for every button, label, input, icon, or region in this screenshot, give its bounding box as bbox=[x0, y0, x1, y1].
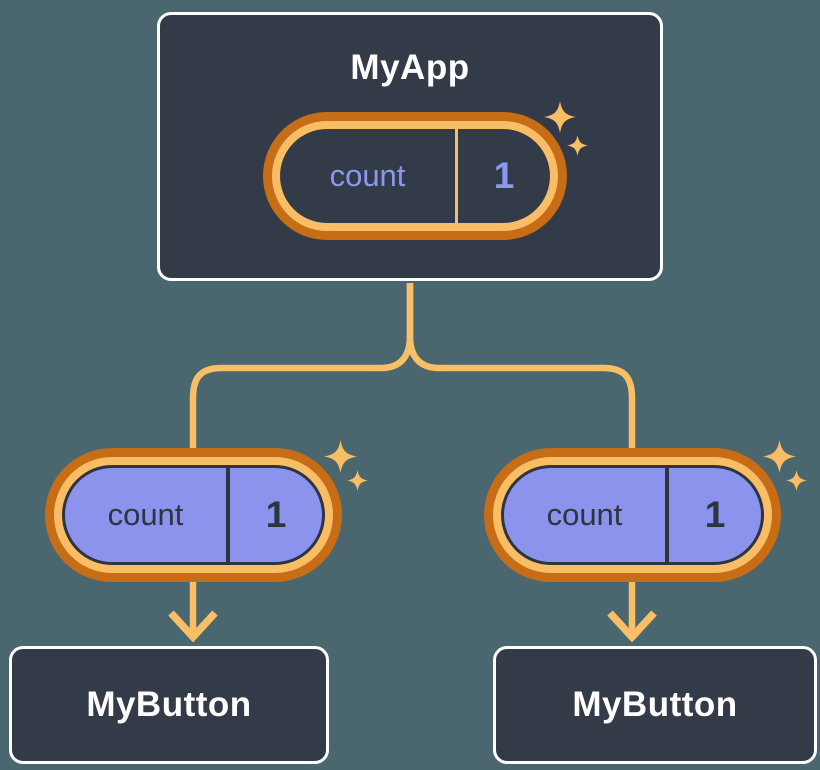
component-title: MyApp bbox=[350, 48, 470, 87]
pill-divider bbox=[665, 468, 669, 562]
state-pill-right-child: count 1 bbox=[484, 448, 781, 582]
sparkle-icon bbox=[347, 470, 368, 491]
state-name: count bbox=[329, 158, 406, 193]
sparkle-icon bbox=[763, 440, 796, 473]
pill-body: count 1 bbox=[280, 129, 550, 223]
pill-divider bbox=[455, 129, 458, 223]
state-value: 1 bbox=[704, 494, 726, 535]
state-value: 1 bbox=[493, 155, 515, 196]
pill-ring: count 1 bbox=[54, 457, 333, 573]
state-pill-root: count 1 bbox=[263, 112, 567, 240]
state-name: count bbox=[546, 497, 623, 532]
pill-body: count 1 bbox=[501, 465, 764, 565]
sparkle-icon bbox=[324, 440, 357, 473]
pill-ring: count 1 bbox=[493, 457, 772, 573]
state-pill-left-child: count 1 bbox=[45, 448, 342, 582]
button-component-card-left: MyButton bbox=[9, 646, 329, 764]
arrow-down-icon bbox=[607, 610, 657, 643]
sparkle-icon bbox=[786, 470, 807, 491]
component-title: MyButton bbox=[86, 685, 252, 724]
state-name: count bbox=[107, 497, 184, 532]
button-component-card-right: MyButton bbox=[493, 646, 817, 764]
pill-body: count 1 bbox=[62, 465, 325, 565]
pill-ring: count 1 bbox=[272, 121, 558, 231]
component-title: MyButton bbox=[572, 685, 738, 724]
arrow-down-icon bbox=[168, 610, 218, 643]
state-value: 1 bbox=[265, 494, 287, 535]
